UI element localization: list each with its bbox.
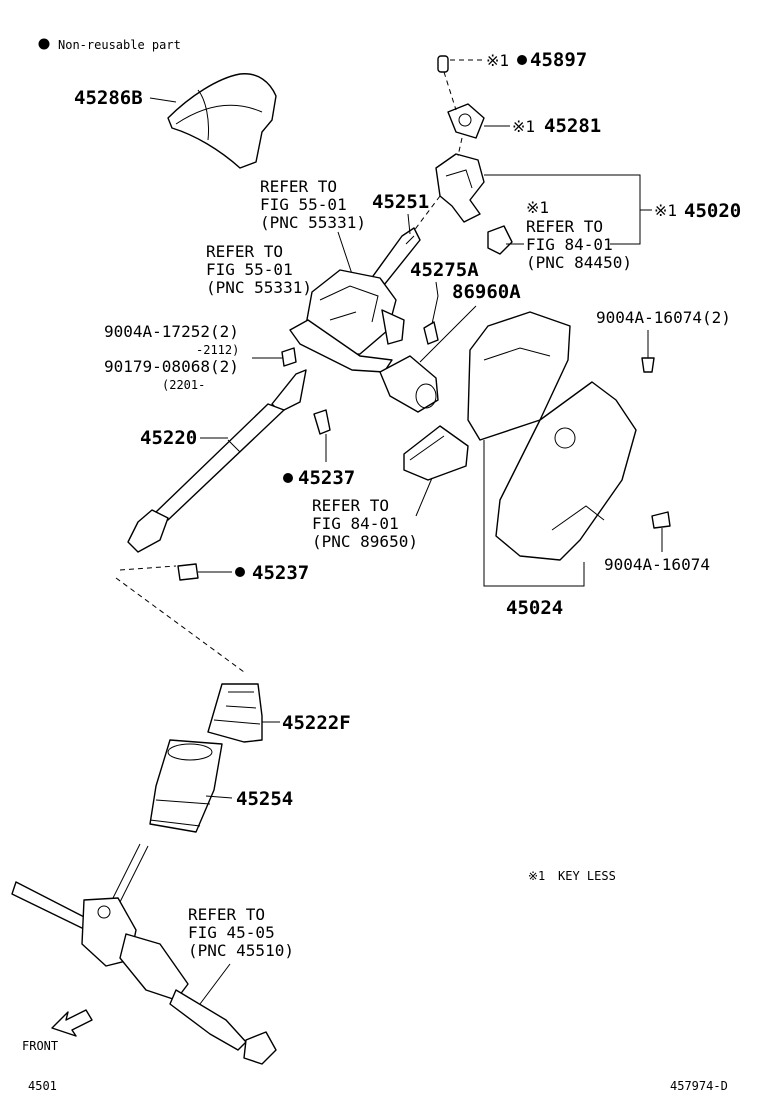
figure-code: 457974-D	[670, 1079, 728, 1093]
part-label-9004A-16074: 9004A-16074	[604, 555, 710, 574]
front-arrow-icon	[51, 1009, 93, 1037]
ref-d-line-3: (PNC 89650)	[312, 532, 418, 551]
part-45254-drawing	[149, 739, 223, 833]
part-label-45237-lower: 45237	[252, 562, 309, 584]
ref-c-line-3: (PNC 84450)	[526, 253, 632, 272]
part-label-45020: 45020	[684, 200, 741, 222]
part-label-45222F: 45222F	[282, 712, 351, 734]
part-label-45286B: 45286B	[74, 87, 143, 109]
part-label-45220: 45220	[140, 427, 197, 449]
keyless-mark-45897: ※1	[486, 51, 509, 70]
part-label-9004A-17252: 9004A-17252(2)	[104, 322, 239, 341]
part-note-90179-08068: (2201-	[162, 378, 205, 392]
part-45020-drawing	[435, 153, 513, 255]
non-reusable-marker-icon	[235, 567, 245, 577]
part-45024-drawing	[467, 311, 637, 561]
part-45897-drawing	[437, 55, 449, 73]
non-reusable-marker-icon	[517, 55, 527, 65]
steering-column-assembly-drawing	[289, 269, 405, 373]
ref-d-line-2: FIG 84-01	[312, 514, 399, 533]
part-45275A-drawing	[423, 321, 439, 345]
ref-c-line-1: REFER TO	[526, 217, 603, 236]
bolt-9004A-16074-lower-drawing	[651, 511, 671, 529]
ref-a-line-2: FIG 55-01	[260, 195, 347, 214]
page-code: 4501	[28, 1079, 57, 1093]
part-45281-drawing	[447, 103, 485, 139]
front-label: FRONT	[22, 1039, 58, 1053]
keyless-mark-ref-c: ※1	[526, 198, 549, 217]
part-label-45897: 45897	[530, 49, 587, 71]
ref-b-line-2: FIG 55-01	[206, 260, 293, 279]
legend-text: Non-reusable part	[58, 38, 181, 52]
keyless-note-text: KEY LESS	[558, 869, 616, 883]
bolt-9004A-17252-drawing	[281, 347, 297, 367]
keyless-mark-45020: ※1	[654, 201, 677, 220]
ref-e-line-2: FIG 45-05	[188, 923, 275, 942]
non-reusable-marker-icon	[38, 38, 50, 50]
part-label-45237-upper: 45237	[298, 467, 355, 489]
keyless-note-mark: ※1	[528, 869, 545, 883]
part-label-86960A: 86960A	[452, 281, 521, 303]
part-45220-drawing	[127, 369, 307, 553]
ref-e-line-3: (PNC 45510)	[188, 941, 294, 960]
part-label-45024: 45024	[506, 597, 563, 619]
ref-b-line-1: REFER TO	[206, 242, 283, 261]
part-label-9004A-16074-2: 9004A-16074(2)	[596, 308, 731, 327]
ecu-module-drawing	[403, 425, 469, 481]
steering-gear-drawing	[11, 843, 277, 1065]
part-86960A-drawing	[379, 355, 439, 413]
ref-a-line-3: (PNC 55331)	[260, 213, 366, 232]
ref-d-line-1: REFER TO	[312, 496, 389, 515]
part-label-45254: 45254	[236, 788, 293, 810]
ref-b-line-3: (PNC 55331)	[206, 278, 312, 297]
part-label-45251: 45251	[372, 191, 429, 213]
bolt-9004A-16074-upper-drawing	[641, 357, 655, 373]
part-45237-lower-drawing	[177, 563, 199, 581]
part-45237-upper-drawing	[313, 409, 331, 435]
part-label-45275A: 45275A	[410, 259, 479, 281]
part-note-9004A-17252: -2112)	[196, 343, 239, 357]
ref-c-line-2: FIG 84-01	[526, 235, 613, 254]
ref-a-line-1: REFER TO	[260, 177, 337, 196]
part-label-90179-08068: 90179-08068(2)	[104, 357, 239, 376]
part-label-45281: 45281	[544, 115, 601, 137]
keyless-mark-45281: ※1	[512, 117, 535, 136]
part-45222F-drawing	[207, 683, 263, 743]
ref-e-line-1: REFER TO	[188, 905, 265, 924]
non-reusable-marker-icon	[283, 473, 293, 483]
part-45286B-drawing	[167, 73, 277, 169]
